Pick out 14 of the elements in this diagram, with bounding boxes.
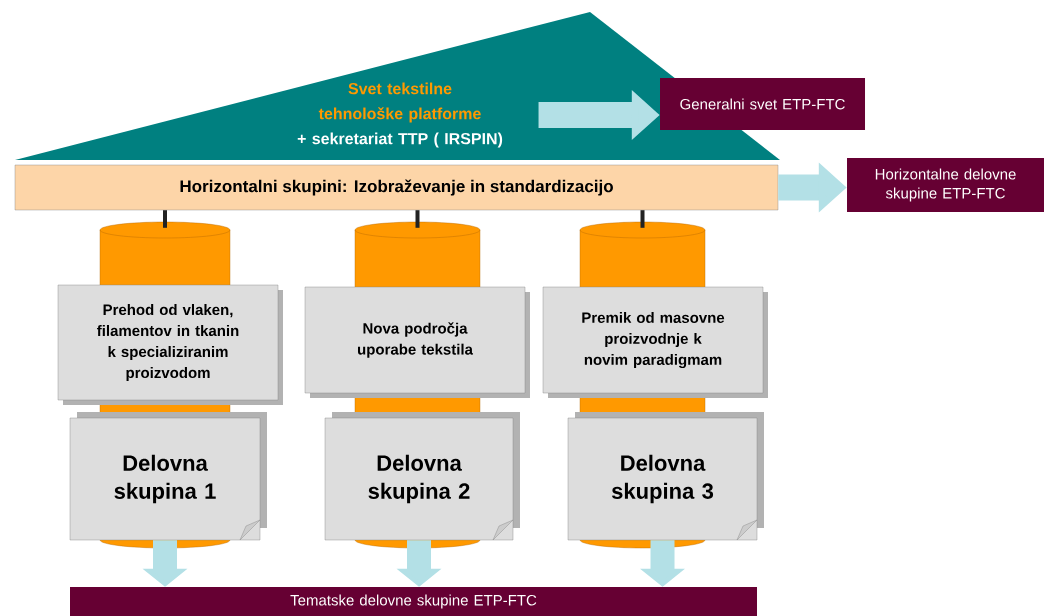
label-box: Generalni svet ETP-FTC bbox=[660, 78, 865, 130]
label-box: Tematske delovne skupine ETP-FTC bbox=[70, 587, 757, 616]
page-box: Delovna skupina 2 bbox=[324, 412, 520, 541]
band-box: Horizontalni skupini: Izobraževanje in standardizacijo bbox=[14, 164, 779, 211]
text-box: Nova področja uporabe tekstila bbox=[304, 286, 530, 398]
text-box: Prehod od vlaken, filamentov in tkanin k specializiranim proizvodom bbox=[57, 284, 283, 405]
page-box: Delovna skupina 1 bbox=[69, 412, 267, 541]
roof-text: Svet tekstilne tehnološke platforme + sekretariat TTP ( IRSPIN) bbox=[297, 82, 503, 148]
page-box: Delovna skupina 3 bbox=[567, 412, 764, 541]
text-box: Premik od masovne proizvodnje k novim paradigmam bbox=[542, 286, 768, 398]
connector-line bbox=[640, 210, 645, 228]
connector-line bbox=[415, 210, 420, 228]
connector-line bbox=[163, 210, 167, 228]
label-box: Horizontalne delovne skupine ETP-FTC bbox=[847, 158, 1044, 212]
